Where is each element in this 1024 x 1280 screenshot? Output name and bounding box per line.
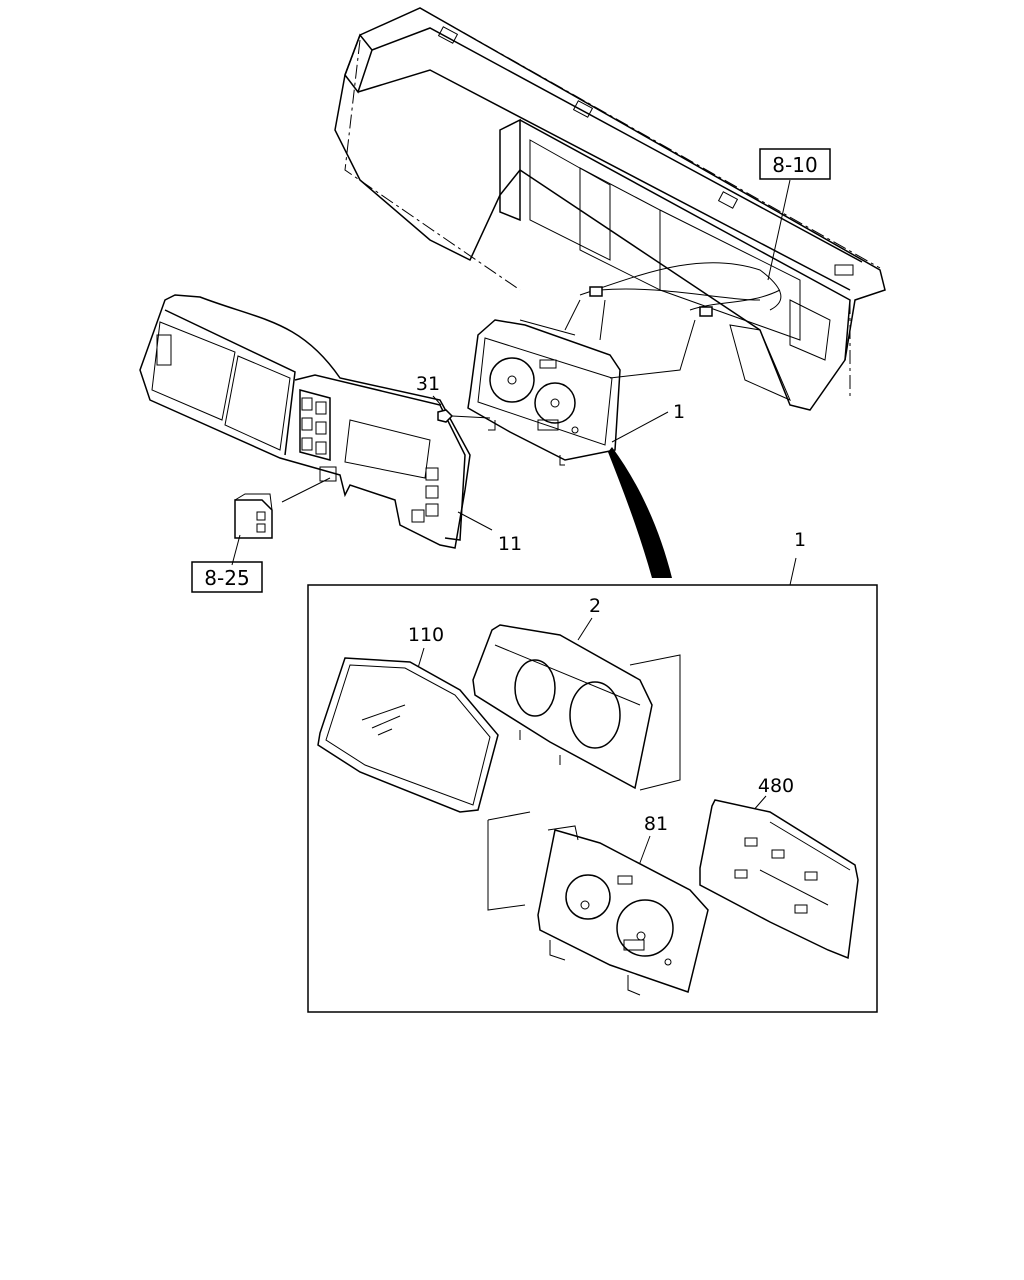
ref-box-8-10: 8-10 (759, 148, 831, 180)
housing-2 (472, 624, 681, 791)
callout-31: 31 (416, 373, 440, 395)
detail-arrow (608, 447, 672, 578)
ref-label-8-25: 8-25 (204, 566, 249, 590)
callout-1-box: 1 (794, 529, 806, 551)
callout-2: 2 (589, 595, 601, 617)
ref-box-8-25: 8-25 (191, 561, 263, 593)
leader-lines (231, 179, 797, 869)
screw-31 (432, 395, 491, 423)
ref-label-8-10: 8-10 (772, 153, 817, 177)
dashboard-assembly (334, 7, 886, 411)
instrument-panel-bezel (139, 294, 471, 549)
circuit-board-480 (699, 799, 859, 960)
callout-110: 110 (408, 624, 444, 646)
lens-110 (317, 657, 499, 813)
dial-plate-81 (487, 811, 709, 996)
callout-11: 11 (498, 533, 522, 555)
detail-box (307, 584, 878, 1013)
callout-81: 81 (644, 813, 668, 835)
meter-assembly-top (467, 299, 696, 466)
callout-1-top: 1 (673, 401, 685, 423)
switch-module (234, 477, 331, 539)
callout-480: 480 (758, 775, 794, 797)
